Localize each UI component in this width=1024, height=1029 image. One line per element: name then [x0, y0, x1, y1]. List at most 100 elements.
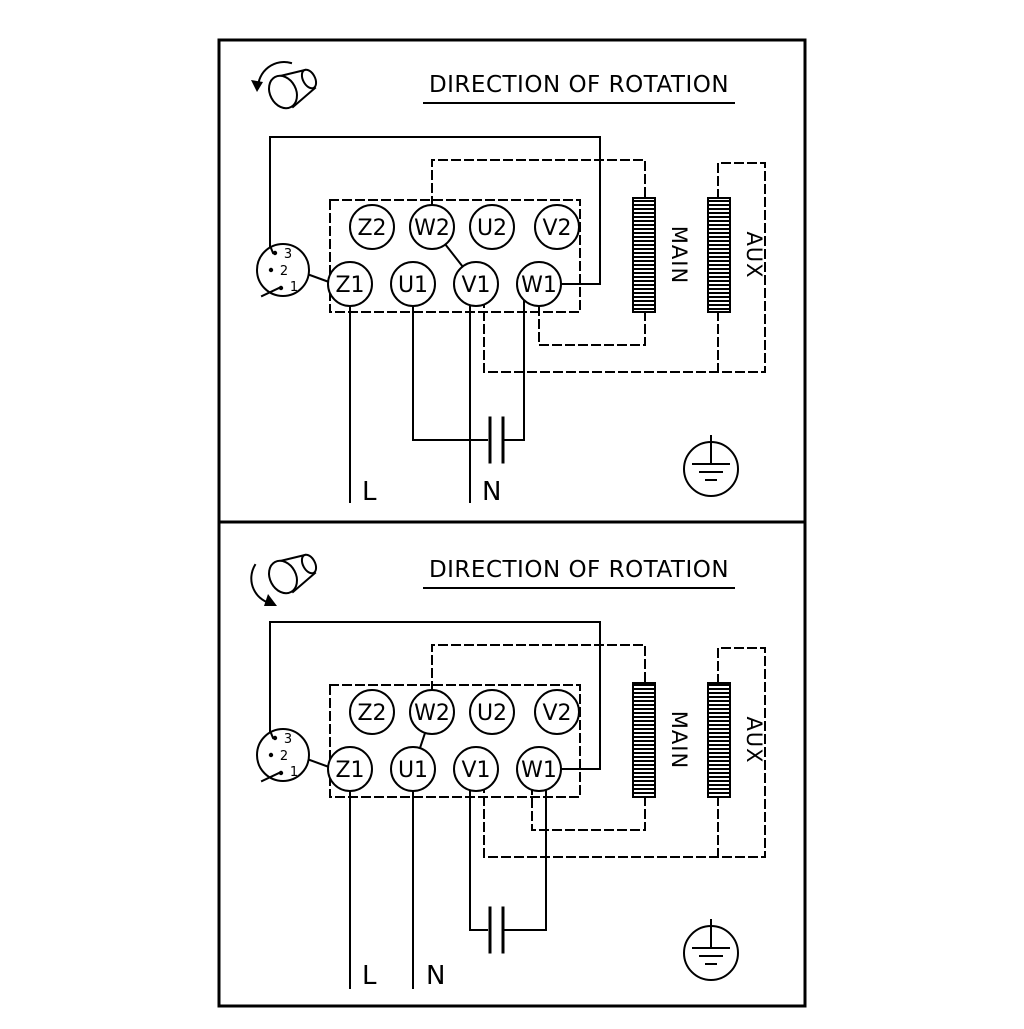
- switch-contact-tick: [269, 731, 275, 740]
- capacitor: [488, 906, 505, 954]
- terminal-v1: V1: [453, 261, 499, 307]
- neutral-terminal-label: N: [482, 477, 501, 507]
- terminal-circle: [516, 746, 562, 792]
- terminal-u2: U2: [469, 689, 515, 735]
- terminal-circle: [327, 261, 373, 307]
- rotary-position-switch: 3 2 1: [256, 728, 310, 783]
- terminal-label: V2: [542, 216, 571, 241]
- main-winding-label: MAIN: [667, 711, 691, 769]
- switch-position-label: 1: [290, 280, 298, 295]
- switch-contact-dot: [272, 250, 278, 256]
- panel-title: DIRECTION OF ROTATION: [429, 557, 729, 583]
- terminal-w2: W2: [409, 204, 455, 250]
- terminal-label: W2: [414, 216, 450, 241]
- terminal-circle: [453, 746, 499, 792]
- terminal-circle: [469, 204, 515, 250]
- terminal-label: W1: [521, 758, 557, 783]
- terminal-circle: [453, 261, 499, 307]
- terminal-label: W2: [414, 701, 450, 726]
- terminal-label: U2: [477, 701, 507, 726]
- main-winding-coil: [632, 197, 656, 313]
- rotation-direction-ccw-icon: [251, 61, 318, 110]
- terminal-label: Z1: [335, 758, 364, 783]
- winding-connection-dashed-wires: [431, 159, 766, 373]
- terminal-w2: W2: [409, 689, 455, 735]
- switch-position-label: 3: [284, 247, 292, 262]
- terminal-label: V1: [461, 758, 490, 783]
- switch-contact-tick: [269, 246, 275, 255]
- terminal-circle: [409, 204, 455, 250]
- terminal-circle: [327, 746, 373, 792]
- switch-position-label: 2: [280, 749, 288, 764]
- shaft-face: [268, 74, 298, 110]
- terminal-label: V2: [542, 701, 571, 726]
- terminal-label: U1: [398, 758, 428, 783]
- switch-lever: [260, 771, 281, 783]
- shaft-end: [300, 68, 318, 90]
- line-terminal-label: L: [362, 961, 377, 991]
- diagram-panel-2: DIRECTION OF ROTATION MAIN AUX Z2 W2: [217, 520, 807, 1008]
- earth-ground-icon: [683, 919, 739, 981]
- supply-solid-wires: [269, 621, 601, 989]
- shaft-face: [268, 559, 298, 595]
- aux-winding-label: AUX: [742, 716, 766, 763]
- terminal-z1: Z1: [327, 746, 373, 792]
- rotation-arrow-head: [251, 80, 263, 92]
- terminal-circle: [534, 689, 580, 735]
- terminal-w1: W1: [516, 746, 562, 792]
- switch-position-label: 2: [280, 264, 288, 279]
- line-terminal-label: L: [362, 477, 377, 507]
- main-winding-label: MAIN: [667, 226, 691, 284]
- switch-position-label: 1: [290, 765, 298, 780]
- diagram-panel-1: DIRECTION OF ROTATION MAIN AUX Z2 W2: [217, 38, 807, 524]
- terminal-v2: V2: [534, 204, 580, 250]
- switch-body: [256, 728, 310, 782]
- terminal-v1: V1: [453, 746, 499, 792]
- switch-contact-dot: [268, 752, 274, 758]
- panel-title: DIRECTION OF ROTATION: [429, 72, 729, 98]
- terminal-label: U1: [398, 273, 428, 298]
- rotation-direction-cw-icon: [250, 553, 318, 606]
- switch-body: [256, 243, 310, 297]
- terminal-label: U2: [477, 216, 507, 241]
- terminal-u1: U1: [390, 746, 436, 792]
- terminal-z1: Z1: [327, 261, 373, 307]
- supply-solid-wires: [269, 136, 601, 503]
- terminal-w1: W1: [516, 261, 562, 307]
- aux-winding-coil: [707, 682, 731, 798]
- terminal-circle: [469, 689, 515, 735]
- shaft-end: [300, 553, 318, 575]
- terminal-box: [329, 684, 581, 798]
- terminal-circle: [516, 261, 562, 307]
- rotation-arrow-head: [264, 594, 277, 606]
- terminal-label: V1: [461, 273, 490, 298]
- main-winding-coil: [632, 682, 656, 798]
- terminal-label: Z1: [335, 273, 364, 298]
- winding-connection-dashed-wires: [431, 644, 766, 858]
- terminal-circle: [534, 204, 580, 250]
- terminal-circle: [409, 689, 455, 735]
- terminal-label: W1: [521, 273, 557, 298]
- terminal-z2: Z2: [349, 204, 395, 250]
- terminal-u2: U2: [469, 204, 515, 250]
- neutral-terminal-label: N: [426, 961, 445, 991]
- terminal-u1: U1: [390, 261, 436, 307]
- shaft-bottom-edge: [291, 86, 317, 109]
- terminal-z2: Z2: [349, 689, 395, 735]
- switch-contact-dot: [278, 285, 284, 291]
- switch-contact-dot: [268, 267, 274, 273]
- aux-winding-coil: [707, 197, 731, 313]
- switch-lever: [260, 286, 281, 298]
- switch-contact-dot: [272, 735, 278, 741]
- terminal-v2: V2: [534, 689, 580, 735]
- rotary-position-switch: 3 2 1: [256, 243, 310, 298]
- earth-ground-icon: [683, 435, 739, 497]
- terminal-circle: [349, 689, 395, 735]
- terminal-label: Z2: [357, 216, 386, 241]
- aux-winding-label: AUX: [742, 231, 766, 278]
- capacitor: [488, 416, 505, 464]
- terminal-circle: [390, 261, 436, 307]
- shaft-bottom-edge: [291, 571, 317, 594]
- terminal-circle: [349, 204, 395, 250]
